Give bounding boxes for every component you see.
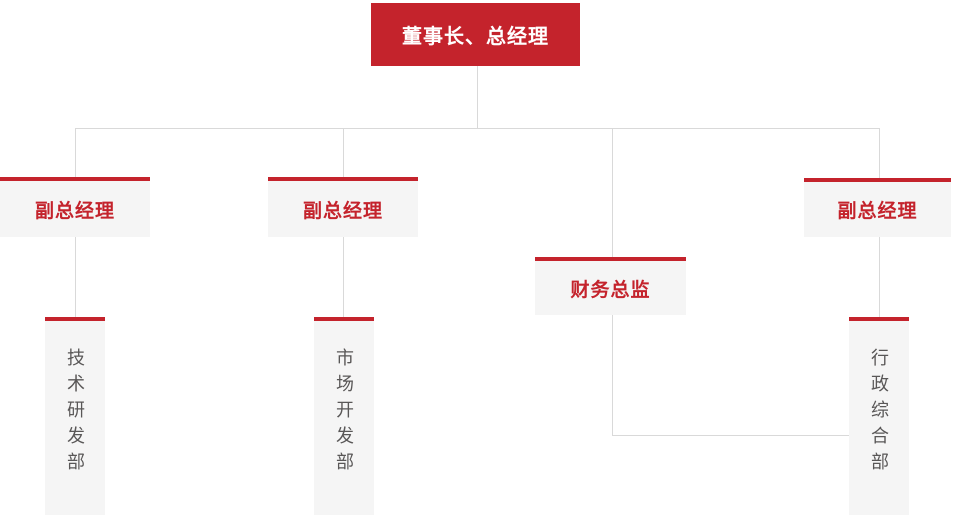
connector-main-horizontal bbox=[75, 128, 879, 129]
org-node-root: 董事长、总经理 bbox=[371, 3, 580, 66]
org-node-vp-right-label: 副总经理 bbox=[837, 201, 918, 222]
connector-vp-middle-to-dept bbox=[343, 237, 344, 317]
org-node-vp-left-label: 副总经理 bbox=[34, 200, 115, 222]
connector-finance-down bbox=[612, 315, 613, 435]
org-node-vp-right: 副总经理 bbox=[804, 178, 951, 237]
org-node-dept-admin-general-label: 行政综合部 bbox=[869, 348, 889, 478]
org-node-finance-director: 财务总监 bbox=[535, 257, 686, 315]
org-node-dept-market-dev-label: 市场开发部 bbox=[334, 348, 354, 478]
connector-vp-left-to-dept bbox=[75, 237, 76, 317]
org-node-dept-market-dev: 市场开发部 bbox=[314, 317, 374, 515]
connector-vp-right-to-dept bbox=[879, 237, 880, 317]
connector-drop-vp-middle bbox=[343, 128, 344, 177]
connector-drop-finance bbox=[612, 128, 613, 257]
org-node-vp-left: 副总经理 bbox=[0, 177, 150, 237]
org-node-root-label: 董事长、总经理 bbox=[402, 26, 549, 48]
connector-root-drop bbox=[477, 66, 478, 128]
org-node-dept-tech-rd: 技术研发部 bbox=[45, 317, 105, 515]
org-node-dept-tech-rd-label: 技术研发部 bbox=[65, 348, 85, 478]
org-node-vp-middle: 副总经理 bbox=[268, 177, 418, 237]
connector-drop-vp-left bbox=[75, 128, 76, 177]
org-node-vp-middle-label: 副总经理 bbox=[302, 200, 383, 222]
org-node-finance-director-label: 财务总监 bbox=[570, 279, 651, 301]
org-node-dept-admin-general: 行政综合部 bbox=[849, 317, 909, 515]
connector-drop-vp-right bbox=[879, 128, 880, 178]
connector-finance-to-admin bbox=[612, 435, 849, 436]
